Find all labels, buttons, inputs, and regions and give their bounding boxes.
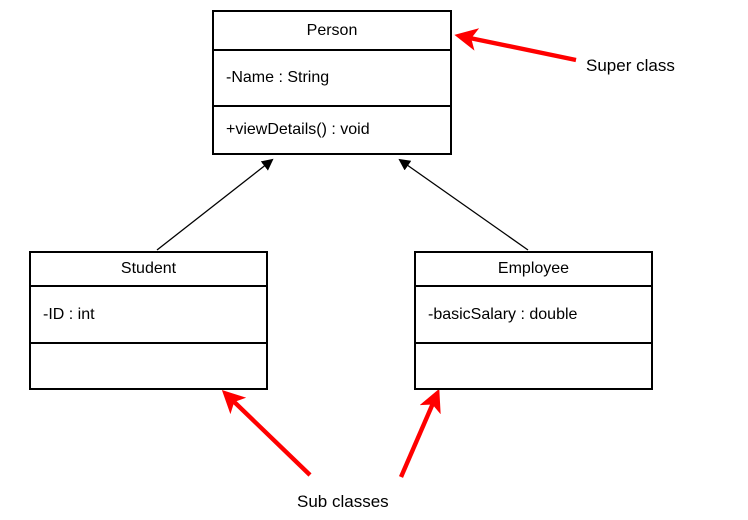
uml-class-student[interactable]: Student -ID : int (29, 251, 268, 390)
annotation-arrow-super-class (454, 28, 577, 63)
uml-operations-student-empty (31, 344, 266, 388)
generalization-student-to-person (156, 158, 274, 251)
uml-class-name-employee: Employee (416, 253, 651, 287)
uml-class-person[interactable]: Person -Name : String +viewDetails() : v… (212, 10, 452, 155)
uml-class-employee[interactable]: Employee -basicSalary : double (414, 251, 653, 390)
generalization-employee-to-person (398, 158, 529, 251)
annotation-label-super-class: Super class (586, 56, 675, 75)
uml-class-name-student: Student (31, 253, 266, 287)
uml-class-name-person: Person (214, 12, 450, 51)
annotation-arrow-sub-class-employee (398, 388, 441, 478)
annotation-arrow-sub-class-student (221, 390, 312, 477)
annotation-label-sub-classes: Sub classes (297, 492, 389, 511)
uml-attribute-employee-basicsalary: -basicSalary : double (416, 287, 651, 344)
uml-operation-person-viewdetails: +viewDetails() : void (226, 121, 370, 138)
uml-operations-employee-empty (416, 344, 651, 388)
uml-attribute-person-name: -Name : String (214, 51, 450, 107)
uml-attribute-student-id: -ID : int (31, 287, 266, 344)
